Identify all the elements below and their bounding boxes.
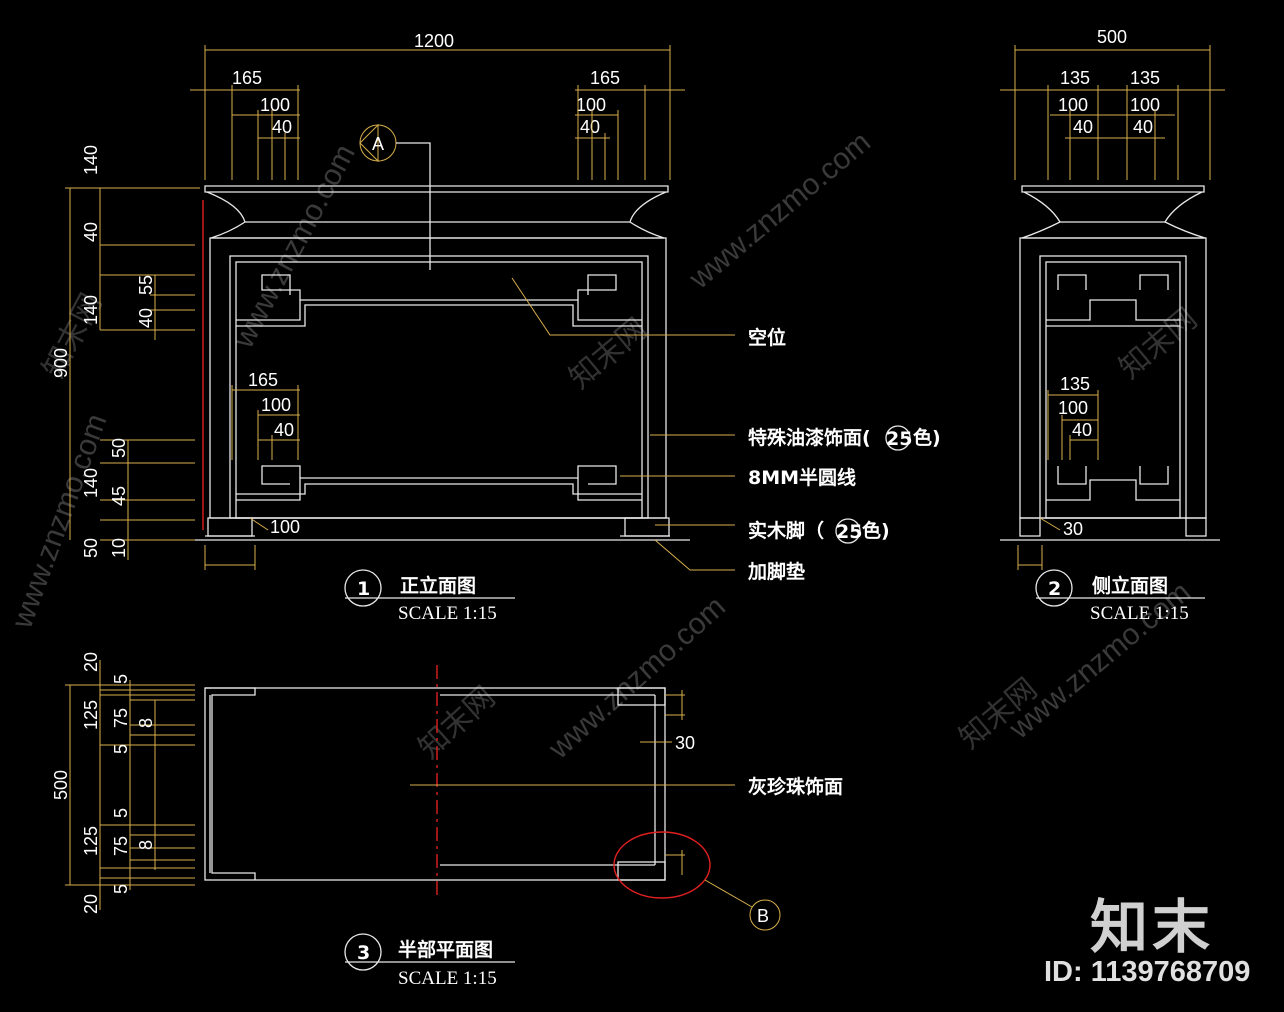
dim-side-inner-135: 135 [1060, 374, 1090, 394]
note-foot-pad: 加脚垫 [747, 561, 805, 583]
dim-v-45: 45 [109, 486, 129, 506]
note-empty-space: 空位 [748, 326, 786, 349]
dim-plan-75a: 75 [111, 708, 131, 728]
side-scale: SCALE 1:15 [1090, 603, 1189, 624]
side-top-dimensions: 500 135 135 100 100 40 40 [1000, 27, 1225, 180]
front-notes: 空位 特殊油漆饰面( 25 色) 8MM半圆线 实木脚（ 25 色) 加脚垫 [511, 277, 941, 583]
dim-plan-20-top: 20 [81, 652, 101, 672]
watermark-text: www.znzmo.com [683, 125, 877, 296]
dim-left-40: 40 [272, 117, 292, 137]
note-solid-wood-foot: 实木脚（ [748, 519, 824, 542]
dim-plan-5d: 5 [111, 884, 131, 894]
plan-outline [204, 665, 666, 895]
dim-side-inner-40: 40 [1072, 420, 1092, 440]
dim-plan-5c: 5 [111, 808, 131, 818]
dim-v-40: 40 [81, 222, 101, 242]
dim-side-135-left: 135 [1060, 68, 1090, 88]
dim-side-overall: 500 [1097, 27, 1127, 47]
front-elevation: 1200 165 165 100 100 40 40 [51, 31, 941, 624]
watermark-text: www.znzmo.com [1003, 575, 1197, 746]
side-inner-dimensions: 135 100 40 30 [1017, 374, 1099, 570]
dim-right-100: 100 [576, 95, 606, 115]
note-grey-pearl: 灰珍珠饰面 [748, 775, 843, 798]
watermark-text: www.znzmo.com [5, 410, 113, 634]
dim-v-140-top: 140 [81, 145, 101, 175]
note-color-code-2: 25 [836, 521, 862, 543]
dim-inner-40: 40 [274, 420, 294, 440]
front-top-dimensions: 1200 165 165 100 100 40 40 [190, 31, 685, 180]
dim-overall-width: 1200 [414, 31, 454, 51]
dim-side-inner-100: 100 [1058, 398, 1088, 418]
plan-title: 半部平面图 [398, 938, 493, 961]
dim-plan-8a: 8 [136, 718, 156, 728]
watermark-text: www.znzmo.com [542, 590, 732, 766]
half-plan: 20 5 125 75 8 5 500 5 125 75 8 5 20 [51, 652, 843, 989]
front-title-block: 1 正立面图 SCALE 1:15 [344, 569, 515, 624]
dim-side-135-right: 135 [1130, 68, 1160, 88]
dim-right-165: 165 [590, 68, 620, 88]
front-scale: SCALE 1:15 [398, 603, 497, 624]
dim-v-50-low: 50 [81, 538, 101, 558]
dim-plan-75b: 75 [111, 836, 131, 856]
front-table-outline [195, 185, 690, 541]
side-elevation: 500 135 135 100 100 40 40 [1000, 27, 1225, 624]
side-title: 侧立面图 [1092, 574, 1168, 597]
dim-side-foot-30: 30 [1063, 519, 1083, 539]
watermark-text: www.znzmo.com [227, 139, 362, 354]
plan-annotations: 30 灰珍珠饰面 B [410, 690, 843, 931]
dim-v-900: 900 [51, 348, 71, 378]
dim-plan-20-bottom: 20 [81, 894, 101, 914]
dim-v-50: 50 [109, 438, 129, 458]
dim-v-55: 55 [136, 275, 156, 295]
watermark-cn: 知末网 [1113, 301, 1204, 386]
watermark-cn: 知末网 [412, 680, 502, 766]
dim-inner-100: 100 [261, 395, 291, 415]
note-color-code-1: 25 [886, 428, 912, 450]
dim-inner-165: 165 [248, 370, 278, 390]
detail-circle-b [613, 831, 711, 899]
dim-v-10: 10 [109, 538, 129, 558]
side-table-outline [1000, 185, 1220, 541]
plan-title-block: 3 半部平面图 SCALE 1:15 [344, 933, 515, 989]
dim-v-140: 140 [81, 295, 101, 325]
dim-plan-5a: 5 [111, 674, 131, 684]
dim-left-165: 165 [232, 68, 262, 88]
dim-plan-5b: 5 [111, 744, 131, 754]
dim-plan-500: 500 [51, 770, 71, 800]
front-inner-dimensions: 165 100 40 100 [204, 370, 300, 570]
dim-right-40: 40 [580, 117, 600, 137]
dim-plan-125a: 125 [81, 700, 101, 730]
dim-foot-100: 100 [270, 517, 300, 537]
note-color-suffix-1: 色) [913, 426, 941, 449]
plan-scale: SCALE 1:15 [398, 968, 497, 989]
section-mark-label: A [372, 134, 384, 154]
side-title-block: 2 侧立面图 SCALE 1:15 [1035, 569, 1205, 624]
side-title-number: 2 [1048, 578, 1061, 600]
dim-plan-8b: 8 [136, 840, 156, 850]
front-title: 正立面图 [400, 574, 476, 597]
dim-side-100-right: 100 [1130, 95, 1160, 115]
watermark-cn: 知末网 [563, 311, 654, 396]
dim-left-100: 100 [260, 95, 290, 115]
dim-side-40-left: 40 [1073, 117, 1093, 137]
note-special-paint: 特殊油漆饰面( [748, 426, 871, 449]
brand-logo-text: 知末 [1090, 893, 1215, 961]
note-half-round-line: 8MM半圆线 [748, 466, 856, 489]
front-left-dimensions: 140 40 140 55 40 900 50 140 45 50 10 [51, 145, 200, 560]
dim-side-100-left: 100 [1058, 95, 1088, 115]
detail-mark-label: B [757, 906, 769, 926]
dim-plan-30: 30 [675, 733, 695, 753]
note-color-suffix-2: 色) [862, 519, 890, 542]
dim-side-40-right: 40 [1133, 117, 1153, 137]
dim-v-140-low: 140 [81, 468, 101, 498]
brand-id: ID: 1139768709 [1044, 956, 1251, 988]
plan-title-number: 3 [357, 942, 370, 964]
plan-left-dimensions: 20 5 125 75 8 5 500 5 125 75 8 5 20 [51, 652, 195, 914]
section-mark-a: A [359, 123, 431, 270]
dim-plan-125b: 125 [81, 826, 101, 856]
dim-v-40b: 40 [136, 308, 156, 328]
front-title-number: 1 [357, 578, 370, 600]
